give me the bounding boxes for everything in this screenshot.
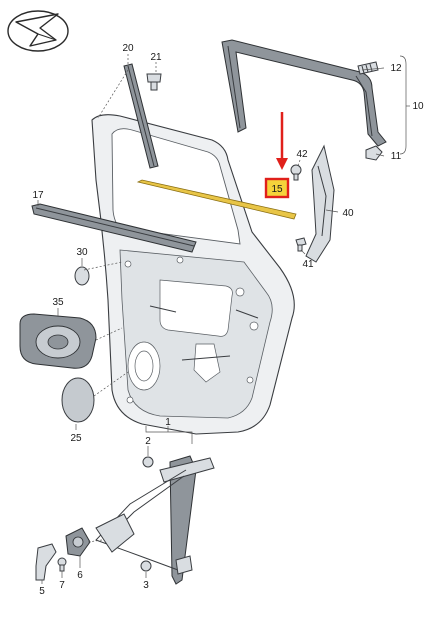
callout-20: 20 [122, 43, 134, 54]
part-2-nut [142, 456, 154, 468]
part-12-screw [357, 61, 379, 75]
callout-15: 15 [271, 184, 283, 195]
part-41-bolt [295, 237, 307, 252]
callout-17: 17 [32, 190, 44, 201]
callout-15-highlight [264, 177, 290, 199]
callout-1: 1 [165, 417, 171, 428]
callout-40: 40 [342, 208, 354, 219]
part-35-speaker [19, 313, 97, 369]
callout-11: 11 [391, 151, 402, 162]
part-42-screw [290, 164, 302, 181]
callout-42: 42 [296, 149, 308, 160]
callout-labels: 1 2 3 5 6 7 10 11 12 15 17 20 21 25 30 3… [32, 43, 424, 597]
part-10-window-channel [221, 39, 387, 147]
callout-35: 35 [52, 297, 64, 308]
callout-12: 12 [390, 63, 402, 74]
red-arrow-icon [276, 112, 288, 170]
part-15-inner-seal [136, 179, 297, 220]
part-3-bolt [140, 560, 152, 572]
callout-7: 7 [59, 580, 65, 591]
part-5-crank-handle [35, 543, 57, 581]
part-11-nut [365, 145, 383, 161]
part-7-screw [57, 557, 67, 572]
part-21-clip [146, 73, 162, 91]
part-6-motor [65, 527, 91, 557]
part-25-cover [61, 377, 95, 423]
callout-5: 5 [39, 586, 45, 597]
leader-lines [37, 54, 410, 584]
callout-30: 30 [76, 247, 88, 258]
callout-21: 21 [150, 52, 162, 63]
callout-41: 41 [302, 259, 314, 270]
callout-6: 6 [77, 570, 83, 581]
part-17-outer-seal [31, 203, 197, 253]
stylized-car-badge-icon [7, 10, 69, 52]
callout-2: 2 [145, 436, 151, 447]
part-30-plug [74, 266, 90, 286]
callout-3: 3 [143, 580, 149, 591]
callout-10: 10 [412, 101, 424, 112]
part-40-trim-bracket [305, 144, 335, 263]
callout-25: 25 [70, 433, 82, 444]
door-shell [91, 114, 295, 435]
part-1-window-regulator [95, 455, 215, 585]
